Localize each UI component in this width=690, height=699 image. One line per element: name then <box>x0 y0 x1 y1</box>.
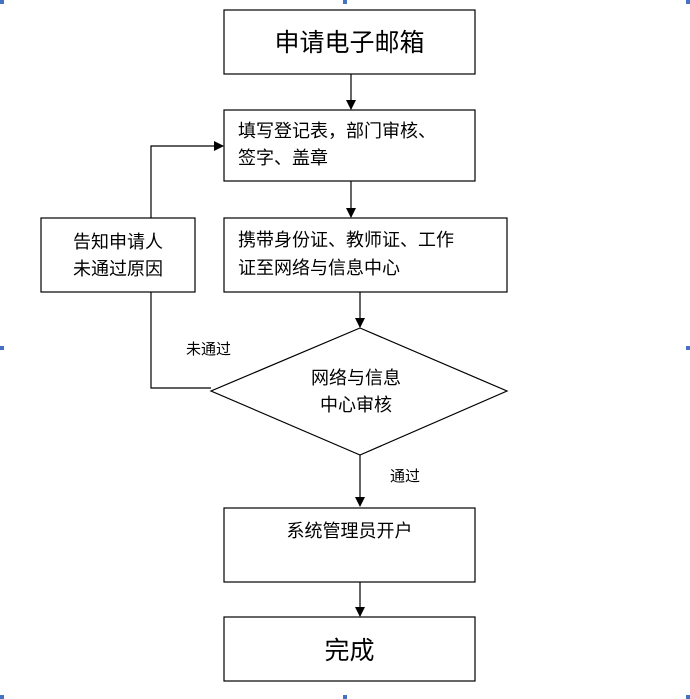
frame-marker <box>343 695 347 699</box>
node-box <box>223 507 476 583</box>
edge-label-fail: 未通过 <box>186 340 231 358</box>
node-notify-applicant: 告知申请人 未通过原因 <box>40 217 196 293</box>
frame-marker <box>343 0 347 4</box>
frame-marker <box>686 695 690 699</box>
frame-marker <box>0 346 4 350</box>
node-box <box>223 109 476 182</box>
node-box <box>40 217 196 293</box>
edge-notify-to-form <box>150 141 224 218</box>
edge-review-to-notify <box>150 292 211 389</box>
node-label-line2: 中心审核 <box>320 395 392 416</box>
node-review-decision: 网络与信息 中心审核 <box>209 327 509 456</box>
edge-label-pass: 通过 <box>390 467 420 485</box>
frame-marker <box>0 695 4 699</box>
node-label-line1: 网络与信息 <box>311 368 401 389</box>
node-label: 申请电子邮箱 <box>274 28 424 57</box>
frame-marker <box>686 346 690 350</box>
node-label-line1: 填写登记表，部门审核、 <box>238 121 436 142</box>
node-label-line1: 告知申请人 <box>73 232 163 253</box>
node-label: 完成 <box>324 636 374 665</box>
decision-diamond <box>209 327 509 456</box>
node-box <box>223 217 508 293</box>
node-label-line2: 签字、盖章 <box>238 148 328 169</box>
node-open-account: 系统管理员开户 <box>223 507 476 583</box>
node-box <box>223 9 476 75</box>
node-label: 系统管理员开户 <box>287 521 413 542</box>
node-label-line2: 未通过原因 <box>73 259 163 280</box>
node-apply-email: 申请电子邮箱 <box>223 9 476 75</box>
node-label-line1: 携带身份证、教师证、工作 <box>238 230 454 251</box>
frame-marker <box>686 0 690 4</box>
frame-marker <box>0 0 4 4</box>
node-bring-documents: 携带身份证、教师证、工作 证至网络与信息中心 <box>223 217 508 293</box>
node-box <box>223 616 476 682</box>
node-fill-form: 填写登记表，部门审核、 签字、盖章 <box>223 109 476 182</box>
node-done: 完成 <box>223 616 476 682</box>
node-label-line2: 证至网络与信息中心 <box>238 258 400 279</box>
